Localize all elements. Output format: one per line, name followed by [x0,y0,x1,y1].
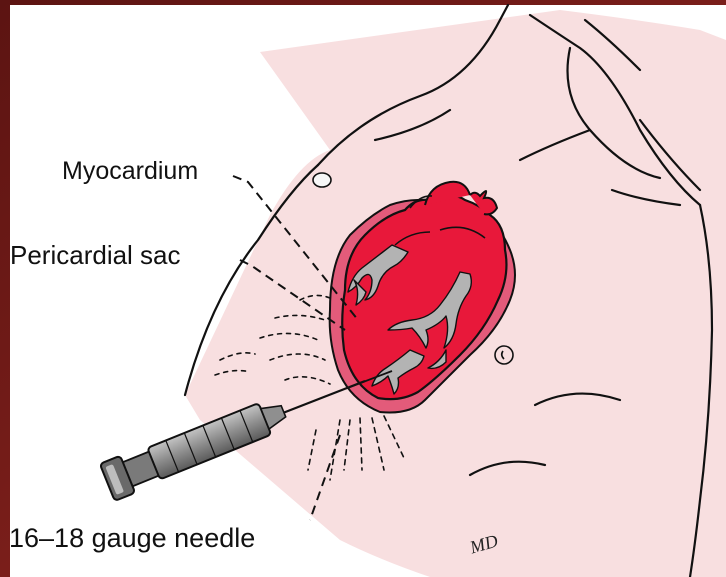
needle-label: 16–18 gauge needle [9,525,255,552]
myocardium-label: Myocardium [62,159,198,184]
pericardial-sac-label: Pericardial sac [10,242,181,268]
